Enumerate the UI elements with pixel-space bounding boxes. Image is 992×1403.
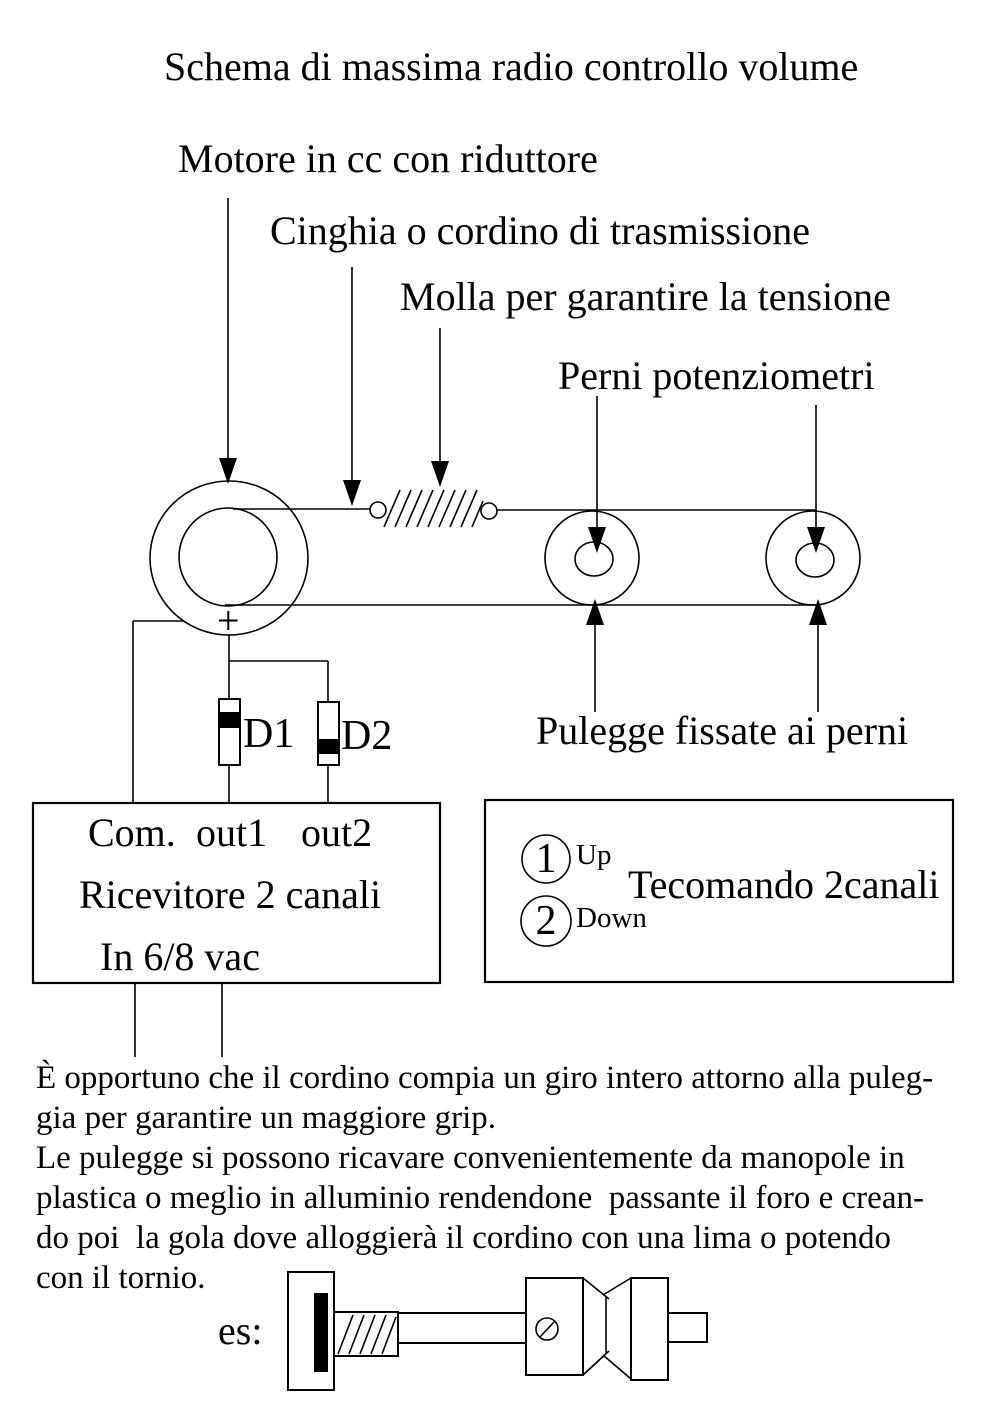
- example-drawing: [287, 1271, 708, 1391]
- drive-belt: [225, 508, 817, 606]
- remote-down-label: Down: [576, 902, 647, 934]
- label-belt: Cinghia o cordino di trasmissione: [270, 208, 810, 253]
- pulley-arrow-2: [809, 599, 827, 712]
- label-pot-pins: Perni potenziometri: [558, 353, 875, 398]
- receiver-out2-terminal: out2: [301, 810, 373, 855]
- tension-spring: [369, 489, 498, 528]
- note-line-5: do poi la gola dove alloggierà il cordin…: [36, 1220, 892, 1256]
- label-motor: Motore in cc con riduttore: [178, 136, 598, 181]
- remote-button-1: 1: [535, 836, 557, 882]
- note-line-3: Le pulegge si possono ricavare convenien…: [36, 1140, 905, 1176]
- label-spring: Molla per garantire la tensione: [400, 274, 891, 319]
- diode-d2: [317, 701, 340, 766]
- label-diode-d2: D2: [341, 713, 393, 759]
- example-label: es:: [218, 1308, 263, 1353]
- motor-plus-terminal: +: [217, 598, 240, 643]
- pot-pulley-1: [544, 510, 640, 606]
- page-title: Schema di massima radio controllo volume: [164, 44, 859, 89]
- receiver-out1-terminal: out1: [196, 810, 268, 855]
- remote-button-1-circle: [521, 834, 571, 884]
- note-line-1: È opportuno che il cordino compia un gir…: [36, 1060, 934, 1096]
- pot-pulley-2: [765, 510, 861, 606]
- remote-up-label: Up: [576, 839, 612, 871]
- label-diode-d1: D1: [243, 711, 295, 757]
- note-line-4: plastica o meglio in alluminio rendendon…: [36, 1180, 924, 1216]
- remote-button-2-circle: [520, 895, 572, 947]
- note-line-6: con il tornio.: [36, 1260, 206, 1296]
- label-pulleys: Pulegge fissate ai perni: [536, 708, 909, 753]
- remote-box: [483, 798, 955, 984]
- pot-pin-arrow-2: [807, 405, 825, 553]
- note-line-2: gia per garantire un maggiore grip.: [36, 1100, 496, 1136]
- pot-pin-arrow-1: [588, 396, 606, 553]
- receiver-box: [31, 801, 442, 985]
- remote-button-2: 2: [535, 898, 557, 944]
- diode-d1: [218, 698, 241, 766]
- pulley-arrow-1: [586, 599, 604, 712]
- receiver-com-terminal: Com.: [88, 810, 176, 855]
- motor-arrow: [219, 198, 237, 484]
- remote-title: Tecomando 2canali: [628, 862, 940, 907]
- receiver-output-wires: [134, 983, 223, 1057]
- receiver-name: Ricevitore 2 canali: [79, 872, 382, 917]
- belt-arrow: [343, 267, 361, 506]
- receiver-input-rating: In 6/8 vac: [100, 934, 260, 979]
- spring-arrow: [431, 328, 449, 487]
